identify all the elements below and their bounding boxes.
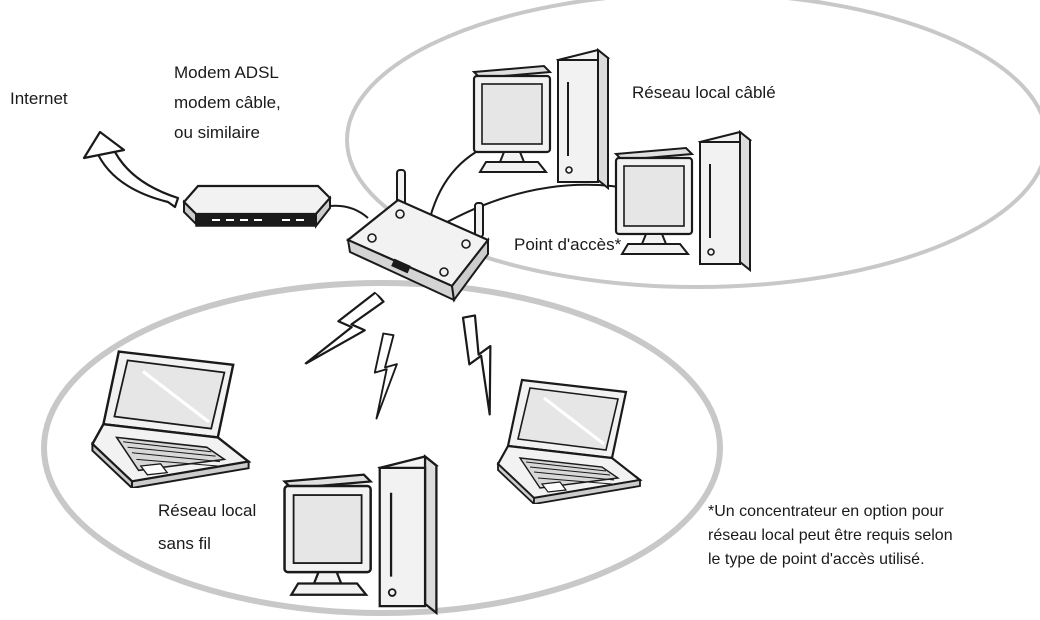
lightning-bolt-icon bbox=[452, 311, 514, 417]
laptop-icon bbox=[90, 349, 251, 488]
modem-label: Modem ADSL modem câble, ou similaire bbox=[174, 63, 281, 142]
access-point-icon bbox=[345, 169, 490, 303]
desktop-computer-icon bbox=[472, 48, 610, 190]
wireless-lan-label: Réseau local sans fil bbox=[158, 501, 257, 553]
lightning-bolt-icon bbox=[302, 284, 389, 381]
lightning-bolt-icon bbox=[373, 332, 399, 420]
wireless-lan-boundary bbox=[41, 280, 723, 616]
curved-arrow-icon bbox=[82, 130, 180, 209]
access-point-label: Point d'accès* bbox=[514, 235, 622, 254]
internet-label: Internet bbox=[10, 89, 68, 108]
modem-icon bbox=[182, 184, 332, 229]
footnote: *Un concentrateur en option pour réseau … bbox=[708, 503, 953, 568]
desktop-computer-icon bbox=[283, 455, 438, 615]
wired-lan-boundary bbox=[345, 0, 1040, 289]
laptop-icon bbox=[496, 378, 642, 504]
desktop-computer-icon bbox=[614, 130, 752, 272]
wired-lan-label: Réseau local câblé bbox=[632, 83, 776, 102]
